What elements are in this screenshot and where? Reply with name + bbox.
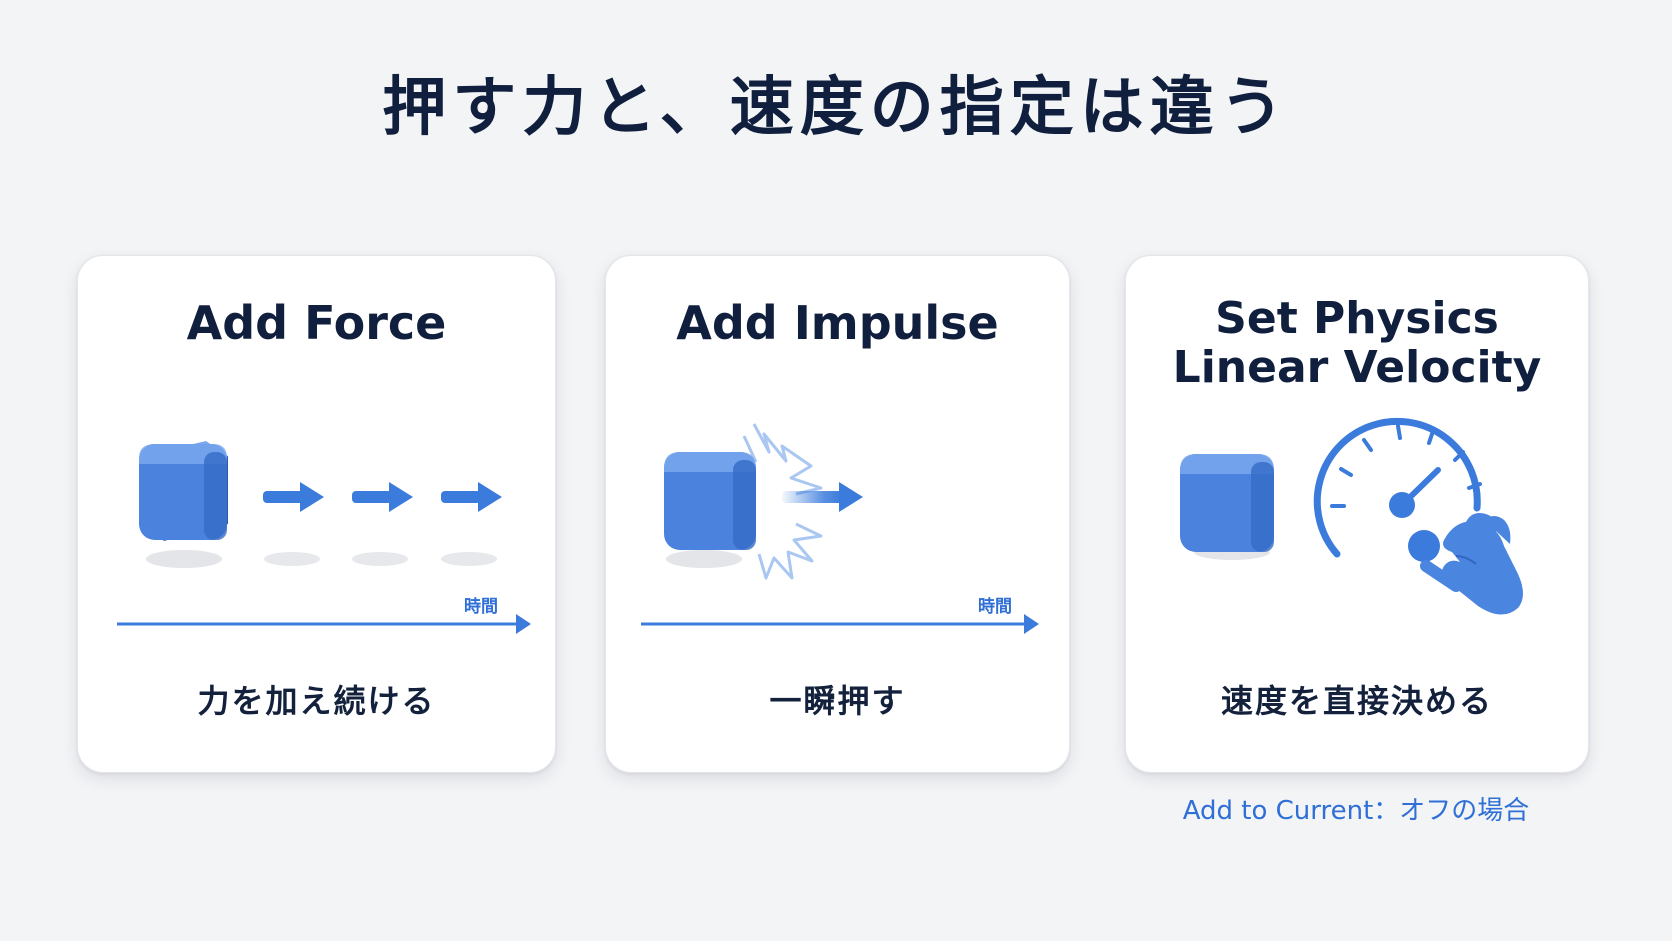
card-caption: 力を加え続ける xyxy=(197,682,436,720)
cube-shadow xyxy=(146,550,222,568)
time-axis xyxy=(117,614,531,634)
speedometer-icon xyxy=(1313,417,1482,558)
cube-icon xyxy=(139,444,227,540)
card-caption: 一瞬押す xyxy=(769,682,906,720)
arrow-right-icon xyxy=(352,482,413,512)
card-add-impulse: Add Impulse xyxy=(605,255,1070,773)
page-title: 押す力と、速度の指定は違う xyxy=(382,71,1290,145)
add-force-illustration: 時間 xyxy=(117,441,531,634)
hand-icon xyxy=(1408,513,1523,615)
ghost-shadow xyxy=(441,552,497,566)
card-title-line: Add Impulse xyxy=(676,296,999,350)
time-axis-label: 時間 xyxy=(978,596,1012,617)
arrow-right-icon xyxy=(441,482,502,512)
card-title: Add Impulse xyxy=(606,296,1069,350)
ghost-shadow xyxy=(264,552,320,566)
cube-shadow xyxy=(666,550,742,568)
card-set-linear-velocity: Set Physics Linear Velocity xyxy=(1125,255,1589,773)
card-title: Set Physics Linear Velocity xyxy=(1126,294,1588,393)
cube-icon xyxy=(664,452,756,550)
card-caption: 速度を直接決める xyxy=(1220,682,1493,720)
card-title-line: Set Physics xyxy=(1215,293,1499,344)
time-axis-label: 時間 xyxy=(464,596,498,617)
time-axis xyxy=(641,614,1039,634)
card-add-force: Add Force xyxy=(77,255,556,773)
impact-burst-icon xyxy=(742,423,823,580)
card-title-line: Add Force xyxy=(186,296,447,350)
velocity-illustration xyxy=(1180,417,1523,615)
add-impulse-illustration: 時間 xyxy=(641,423,1039,634)
arrow-right-icon xyxy=(263,482,324,512)
ghost-shadow xyxy=(352,552,408,566)
card-title: Add Force xyxy=(78,296,555,350)
cube-icon xyxy=(1180,454,1274,552)
add-to-current-note: Add to Current：オフの場合 xyxy=(1182,796,1530,826)
arrow-right-icon xyxy=(782,482,863,512)
card-title-line: Linear Velocity xyxy=(1172,342,1542,394)
